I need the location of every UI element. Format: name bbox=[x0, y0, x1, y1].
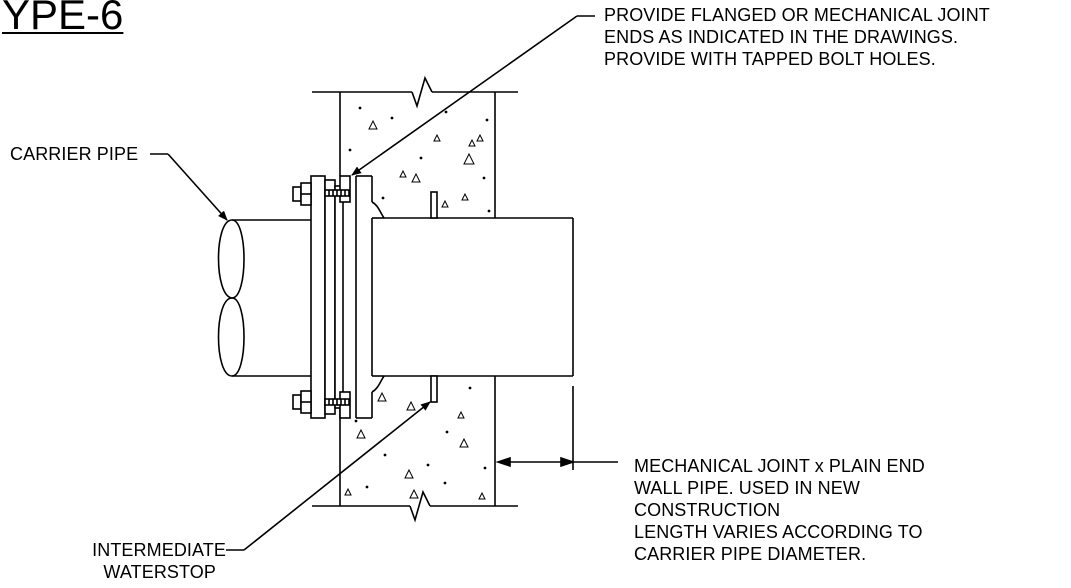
wall-pipe-note: MECHANICAL JOINT x PLAIN END WALL PIPE. … bbox=[634, 455, 925, 565]
leader-flanged-note bbox=[351, 15, 595, 176]
note-line: PROVIDE WITH TAPPED BOLT HOLES. bbox=[604, 49, 936, 69]
waterstop-label: INTERMEDIATE WATERSTOP bbox=[32, 539, 226, 583]
carrier-pipe-label: CARRIER PIPE bbox=[10, 144, 139, 164]
note-line: MECHANICAL JOINT x PLAIN END bbox=[634, 456, 925, 476]
carrier-pipe bbox=[217, 219, 311, 377]
dimension-wall-pipe bbox=[495, 386, 618, 470]
note-line: WATERSTOP bbox=[103, 562, 216, 582]
concrete-hatch bbox=[344, 106, 491, 500]
note-line: CONSTRUCTION bbox=[634, 500, 781, 520]
wall-pipe bbox=[355, 175, 574, 419]
concrete-wall bbox=[312, 75, 518, 523]
note-line: PROVIDE FLANGED OR MECHANICAL JOINT bbox=[604, 5, 990, 25]
note-line: LENGTH VARIES ACCORDING TO bbox=[634, 522, 923, 542]
note-line: CARRIER PIPE DIAMETER. bbox=[634, 544, 867, 564]
note-line: ENDS AS INDICATED IN THE DRAWINGS. bbox=[604, 27, 959, 47]
leader-carrier-pipe bbox=[150, 153, 228, 221]
joint-bolts bbox=[292, 182, 350, 414]
note-line: WALL PIPE. USED IN NEW bbox=[634, 478, 860, 498]
detail-title: YPE-6 bbox=[2, 0, 124, 38]
note-line: INTERMEDIATE bbox=[92, 540, 226, 560]
joint-flange bbox=[310, 175, 351, 419]
waterstop-plates bbox=[430, 191, 438, 403]
flanged-joint-note: PROVIDE FLANGED OR MECHANICAL JOINT ENDS… bbox=[604, 4, 990, 70]
leader-waterstop bbox=[226, 401, 431, 551]
